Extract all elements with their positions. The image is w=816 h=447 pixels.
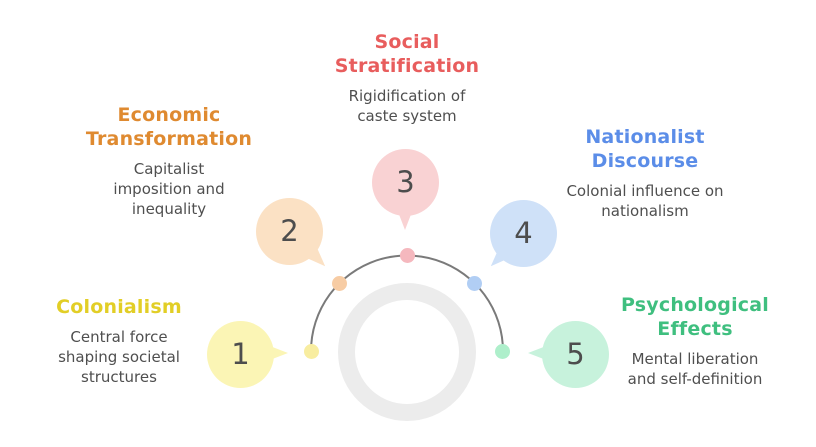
arc-segment-1 [310,287,336,346]
item-text-colonialism: Colonialism Central force shaping societ… [9,295,229,387]
item-text-psychological-effects: Psychological Effects Mental liberation … [585,293,805,389]
item-subtitle-economic-transformation: Capitalist imposition and inequality [113,160,225,218]
arc-dot-2 [332,276,347,291]
step-bubble-3: 3 [372,149,439,216]
center-ring [338,283,476,421]
arc-dot-3 [400,248,415,263]
arc-dot-5 [495,344,510,359]
item-text-economic-transformation: Economic Transformation Capitalist impos… [59,103,279,219]
item-subtitle-colonialism: Central force shaping societal structure… [58,328,180,386]
item-text-nationalist-discourse: Nationalist Discourse Colonial influence… [535,125,755,221]
arc-dot-1 [304,344,319,359]
step-number-5: 5 [566,337,585,371]
step-number-2: 2 [280,214,299,248]
step-number-1: 1 [231,337,250,371]
item-title-social-stratification: Social Stratification [334,31,480,77]
item-title-psychological-effects: Psychological Effects [620,294,769,340]
step-bubble-2: 2 [256,198,323,265]
arc-segment-3 [412,254,471,280]
step-bubble-4: 4 [490,200,557,267]
item-subtitle-social-stratification: Rigidification of caste system [348,87,466,125]
step-bubble-1: 1 [207,321,274,388]
arc-segment-4 [478,287,504,346]
item-subtitle-nationalist-discourse: Colonial influence on nationalism [566,182,724,220]
item-subtitle-psychological-effects: Mental liberation and self-definition [627,350,763,388]
item-text-social-stratification: Social Stratification Rigidification of … [297,30,517,126]
item-title-colonialism: Colonialism [56,296,182,318]
item-title-nationalist-discourse: Nationalist Discourse [585,126,705,172]
arc-segment-2 [343,254,402,280]
step-bubble-5: 5 [542,321,609,388]
arc-dot-4 [467,276,482,291]
item-title-economic-transformation: Economic Transformation [85,104,253,150]
step-number-3: 3 [396,165,415,199]
step-number-4: 4 [514,216,533,250]
